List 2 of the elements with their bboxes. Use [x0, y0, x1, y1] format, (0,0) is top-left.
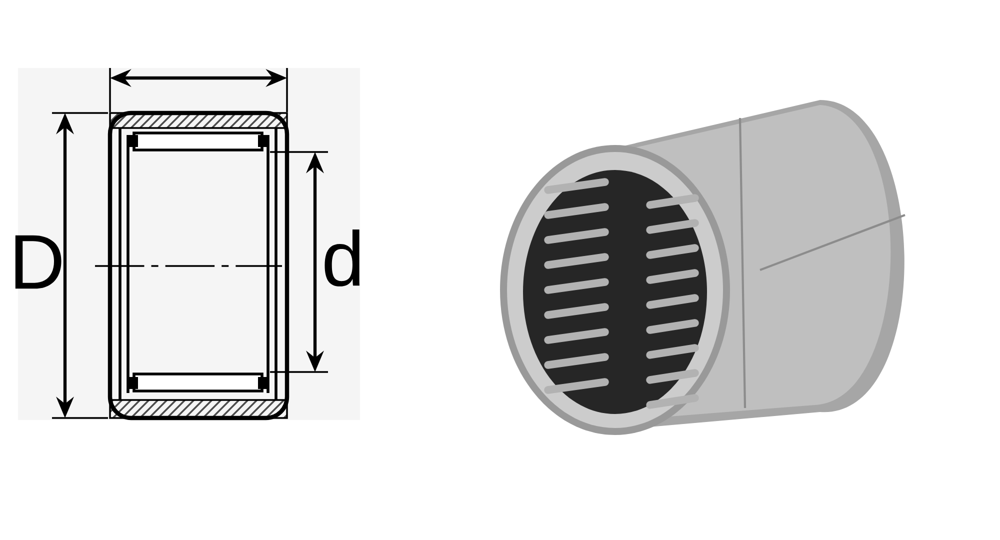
- dimension-label: D: [15, 235, 62, 289]
- dimension-label: d: [324, 230, 360, 286]
